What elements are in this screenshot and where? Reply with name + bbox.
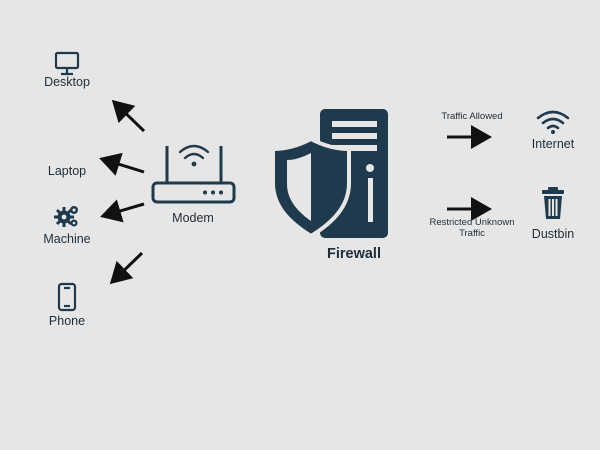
- device-label-desktop: Desktop: [44, 75, 90, 89]
- edge-label-allowed: Traffic Allowed: [441, 111, 503, 122]
- arrow-to-machine: [100, 199, 145, 223]
- device-label-machine: Machine: [43, 232, 91, 246]
- gears-icon: [54, 206, 78, 227]
- phone-icon: [57, 282, 77, 312]
- device-label-phone: Phone: [48, 314, 86, 328]
- shield-server-icon: [271, 109, 388, 239]
- trash-icon: [542, 187, 564, 219]
- output-label-dustbin: Dustbin: [531, 227, 575, 241]
- desktop-icon: [54, 51, 80, 76]
- wifi-router-icon: [151, 144, 236, 204]
- device-arrows: [99, 99, 146, 285]
- edge-label-restricted: Restricted Unknown Traffic: [429, 217, 515, 239]
- firewall-label: Firewall: [327, 246, 381, 262]
- device-label-laptop: Laptop: [47, 164, 87, 178]
- arrow-to-laptop: [99, 152, 145, 176]
- output-label-internet: Internet: [531, 137, 575, 151]
- modem-label: Modem: [172, 211, 214, 225]
- arrow-to-desktop: [111, 99, 146, 133]
- wifi-icon: [536, 110, 570, 134]
- arrow-to-phone: [109, 251, 144, 285]
